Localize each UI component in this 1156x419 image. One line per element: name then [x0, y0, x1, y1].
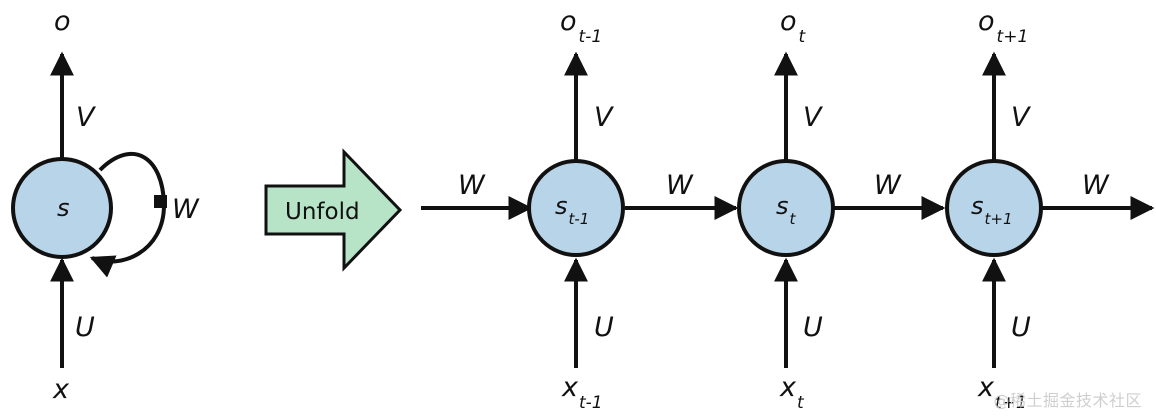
time-step-2-state-node [737, 159, 835, 257]
folded-output-label: o [54, 6, 71, 37]
unfold-arrow: Unfold [264, 148, 403, 272]
folded-network: o V s W U x [11, 6, 200, 405]
time-step-3-w-label: W [1082, 170, 1110, 201]
folded-w-label: W [172, 194, 200, 225]
watermark: @稀土掘金技术社区 [993, 391, 1142, 410]
folded-state-node [11, 157, 113, 259]
folded-u-label: U [75, 312, 95, 343]
time-step-1-v-label: V [594, 102, 615, 133]
unfold-label: Unfold [285, 199, 360, 225]
time-step-3-input-label: xt+1 [977, 372, 1027, 413]
time-step-2-state-label: st [776, 192, 797, 228]
folded-state-label: s [57, 194, 70, 222]
time-step-1-input-label: xt-1 [561, 372, 603, 413]
time-step-2-v-label: V [803, 102, 824, 133]
time-step-2-w-label: W [874, 170, 902, 201]
time-step-2-u-label: U [803, 312, 823, 343]
folded-input-label: x [52, 374, 70, 405]
unfolded-initial-w-label: W [458, 170, 486, 201]
unfold-arrow-shape [264, 148, 403, 272]
time-step-2-input-label: xt [779, 372, 805, 413]
time-step-1-u-label: U [594, 312, 614, 343]
time-step-3-state-label: st+1 [971, 192, 1013, 228]
folded-weight-marker [154, 195, 167, 208]
time-step-3-state-node [945, 159, 1043, 257]
time-step-1-w-label: W [666, 170, 694, 201]
time-step-3-v-label: V [1011, 102, 1032, 133]
time-step-1-state-node [527, 159, 625, 257]
time-step-1-state-label: st-1 [555, 192, 589, 228]
time-step-3-u-label: U [1011, 312, 1031, 343]
folded-v-label: V [76, 102, 97, 133]
